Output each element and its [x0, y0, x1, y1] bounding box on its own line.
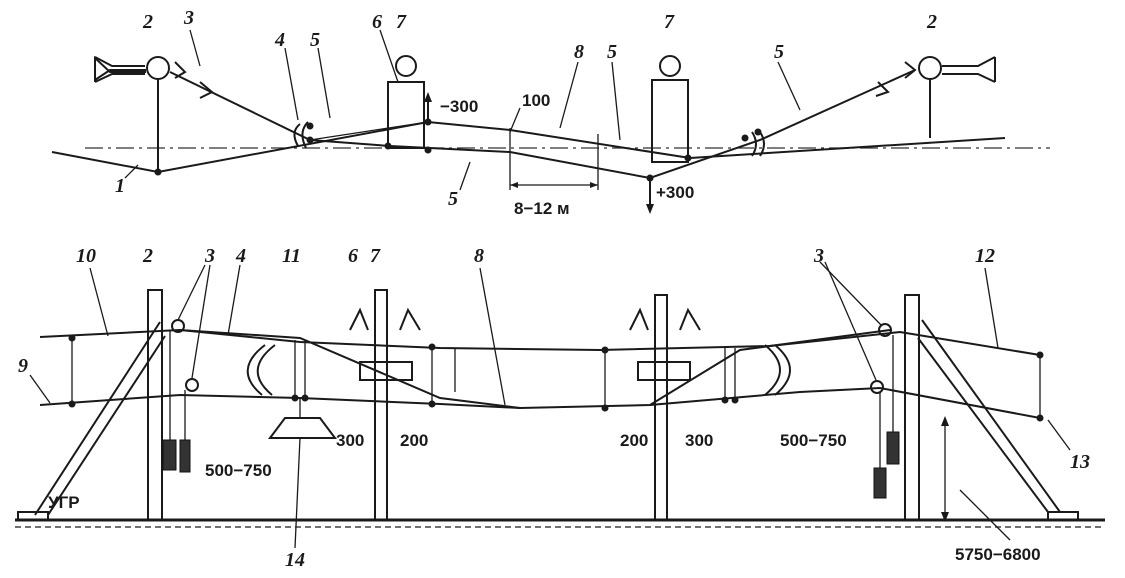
pole-7-left-head: [395, 55, 417, 77]
top-view: 2 3 4 5 6 7 8 5 7 5 2 1 5 −300 100 +300 …: [51, 7, 1050, 218]
label-7-left-top: 7: [396, 11, 407, 33]
ground-label: УГР: [48, 493, 80, 512]
dim-300-left: 300: [336, 431, 364, 450]
label-8-side: 8: [474, 245, 484, 267]
label-14: 14: [285, 549, 305, 571]
pole-7-right-top: [651, 79, 689, 163]
foundation-right: [1047, 511, 1079, 521]
label-3-right-side: 3: [813, 245, 824, 267]
pole-right-side: [904, 294, 920, 521]
dim-500-750-left: 500−750: [205, 461, 272, 480]
label-5d-top: 5: [448, 188, 458, 210]
weight-left-1: [162, 439, 177, 471]
dim-500-750-right: 500−750: [780, 431, 847, 450]
side-view: 10 2 3 4 11 6 7 8 3 12 9 13 14 300 200 5…: [15, 245, 1105, 571]
dim-span: 8−12 м: [514, 199, 570, 218]
label-3-top: 3: [183, 7, 194, 29]
label-2-side: 2: [142, 245, 153, 267]
label-3-left-side: 3: [204, 245, 215, 267]
wire-9-13: [39, 386, 1041, 419]
label-5b-top: 5: [607, 41, 617, 63]
label-10: 10: [76, 245, 96, 267]
dim-100: 100: [522, 91, 550, 110]
pulley-right-lower: [870, 380, 884, 394]
dim-300-right: 300: [685, 431, 713, 450]
droppers: [71, 338, 1041, 418]
pulley-right-upper: [878, 323, 892, 337]
label-5a-top: 5: [310, 29, 320, 51]
label-9: 9: [18, 355, 28, 377]
label-2-left-top: 2: [142, 11, 153, 33]
wire-5: [169, 69, 916, 180]
dim-minus300: −300: [440, 97, 478, 116]
pole-2-left-top: [94, 55, 170, 172]
weight-left-2: [179, 439, 191, 473]
label-12: 12: [975, 245, 995, 267]
pole-7-side: [374, 289, 388, 521]
pole-middle-right-side: [654, 294, 668, 521]
pulley-left-lower: [185, 378, 199, 392]
label-6-side: 6: [348, 245, 358, 267]
weight-right-1: [886, 431, 900, 465]
label-13: 13: [1070, 451, 1090, 473]
pole-2-left-side: [147, 289, 163, 521]
label-4-side: 4: [235, 245, 246, 267]
item-14: [268, 417, 337, 439]
label-8-top: 8: [574, 41, 584, 63]
label-2-right-top: 2: [926, 11, 937, 33]
dim-height: 5750−6800: [955, 545, 1041, 564]
strut-left: [34, 321, 161, 516]
pole-2-right-top: [918, 56, 996, 138]
label-11: 11: [282, 245, 301, 267]
dim-plus300: +300: [656, 183, 694, 202]
wire-1: [51, 120, 1006, 174]
pole-7-right-head: [659, 55, 681, 77]
pole-circle-right: [918, 56, 942, 80]
dim-200-left: 200: [400, 431, 428, 450]
label-5c-top: 5: [774, 41, 784, 63]
label-7-side: 7: [370, 245, 381, 267]
dim-200-right: 200: [620, 431, 648, 450]
label-6-top: 6: [372, 11, 382, 33]
pole-circle-left: [146, 56, 170, 80]
label-4-top: 4: [274, 29, 285, 51]
foundation-left: [17, 511, 49, 521]
pole-6-top: [387, 81, 425, 149]
label-7-right-top: 7: [664, 11, 675, 33]
label-1-top: 1: [115, 175, 125, 197]
strut-right: [921, 319, 1061, 513]
weight-right-2: [873, 467, 887, 499]
